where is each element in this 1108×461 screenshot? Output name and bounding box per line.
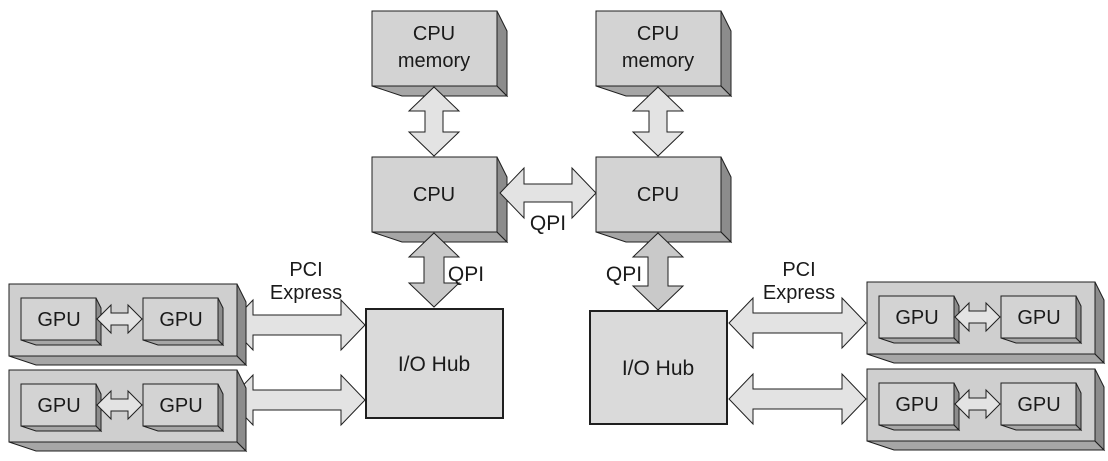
gpu-label: GPU bbox=[159, 309, 202, 331]
cpu-memory-left-side-face bbox=[496, 10, 508, 98]
gpu-peer-double-arrow bbox=[96, 303, 143, 335]
io-hub-box bbox=[365, 308, 504, 419]
io-hub-left: I/O Hub bbox=[365, 308, 504, 419]
cpu-memory-right-front-face bbox=[595, 10, 722, 87]
gpu-card-bottom-face bbox=[20, 425, 103, 432]
qpi-link-cpu-hub-right: QPI bbox=[606, 232, 685, 311]
pcie-double-arrow-top bbox=[728, 296, 867, 350]
gpu-peer-link bbox=[96, 303, 143, 335]
gpu-peer-double-arrow bbox=[96, 389, 143, 421]
io-hub-label: I/O Hub bbox=[398, 353, 470, 376]
gpu-card-front-face bbox=[20, 383, 97, 427]
qpi-label: QPI bbox=[530, 212, 566, 235]
io-hub-box bbox=[589, 310, 728, 425]
pcie-double-arrow-bottom bbox=[228, 373, 366, 427]
gpu-card: GPU bbox=[1000, 295, 1083, 345]
gpu-label: GPU bbox=[159, 395, 202, 417]
qpi-double-arrow bbox=[499, 166, 597, 220]
memory-link-arrow-left bbox=[407, 86, 461, 157]
cpu-right-side-face bbox=[720, 156, 732, 244]
gpu-card-bottom-face bbox=[142, 425, 225, 432]
cpu-memory-label-line1: CPU bbox=[637, 23, 679, 45]
gpu-tray-right-bottom: GPU GPU bbox=[866, 368, 1106, 452]
gpu-card-front-face bbox=[878, 295, 955, 339]
gpu-card-bottom-face bbox=[878, 424, 961, 431]
gpu-tray-side-face bbox=[1094, 281, 1105, 365]
gpu-card-front-face bbox=[1000, 295, 1077, 339]
cpu-memory-left: CPU memory bbox=[371, 10, 509, 98]
gpu-tray-bottom-face bbox=[8, 441, 248, 452]
memory-link-arrow-right bbox=[631, 86, 685, 157]
gpu-card-front-face bbox=[142, 383, 219, 427]
qpi-link-cpu-hub-left: QPI bbox=[407, 232, 484, 308]
gpu-card-front-face bbox=[20, 297, 97, 341]
gpu-tray-right-top: GPU GPU bbox=[866, 281, 1106, 365]
pcie-double-arrow-top bbox=[228, 298, 366, 352]
gpu-label: GPU bbox=[1017, 307, 1060, 329]
gpu-tray-left-bottom: GPU GPU bbox=[8, 369, 248, 453]
gpu-tray-bottom-face bbox=[866, 353, 1106, 364]
gpu-card-front-face bbox=[142, 297, 219, 341]
gpu-label: GPU bbox=[1017, 394, 1060, 416]
gpu-card-bottom-face bbox=[142, 339, 225, 346]
gpu-peer-link bbox=[96, 389, 143, 421]
gpu-card-bottom-face bbox=[20, 339, 103, 346]
cpu-label: CPU bbox=[413, 184, 455, 206]
gpu-peer-double-arrow bbox=[954, 301, 1001, 333]
gpu-peer-double-arrow bbox=[954, 388, 1001, 420]
gpu-label: GPU bbox=[37, 395, 80, 417]
gpu-label: GPU bbox=[895, 394, 938, 416]
gpu-tray-side-face bbox=[236, 369, 247, 453]
gpu-tray-bottom-face bbox=[8, 355, 248, 366]
io-hub-label: I/O Hub bbox=[622, 357, 694, 380]
gpu-card: GPU bbox=[142, 383, 225, 433]
gpu-card: GPU bbox=[20, 297, 103, 347]
gpu-card-bottom-face bbox=[1000, 337, 1083, 344]
gpu-tray-side-face bbox=[236, 283, 247, 367]
cpu-left: CPU bbox=[371, 156, 509, 244]
gpu-card: GPU bbox=[20, 383, 103, 433]
qpi-label: QPI bbox=[606, 263, 642, 286]
qpi-double-arrow bbox=[407, 232, 461, 308]
gpu-card: GPU bbox=[878, 382, 961, 432]
qpi-link-cpu-cpu: QPI bbox=[499, 166, 597, 235]
gpu-card-front-face bbox=[1000, 382, 1077, 426]
memory-cpu-double-arrow bbox=[631, 86, 685, 157]
cpu-memory-label-line1: CPU bbox=[413, 23, 455, 45]
gpu-card-front-face bbox=[878, 382, 955, 426]
pci-label-line1: PCI bbox=[289, 259, 322, 281]
gpu-tray-side-face bbox=[1094, 368, 1105, 452]
gpu-label: GPU bbox=[37, 309, 80, 331]
cpu-memory-left-front-face bbox=[371, 10, 498, 87]
gpu-card-bottom-face bbox=[878, 337, 961, 344]
gpu-tray-left-top: GPU GPU bbox=[8, 283, 248, 367]
cpu-right: CPU bbox=[595, 156, 733, 244]
cpu-memory-label-line2: memory bbox=[398, 50, 470, 72]
memory-cpu-double-arrow bbox=[407, 86, 461, 157]
cpu-memory-right-side-face bbox=[720, 10, 732, 98]
io-hub-right: I/O Hub bbox=[589, 310, 728, 425]
qpi-label: QPI bbox=[448, 263, 484, 286]
pcie-double-arrow-bottom bbox=[728, 372, 867, 426]
gpu-tray-bottom-face bbox=[866, 440, 1106, 451]
pci-label-line1: PCI bbox=[782, 259, 815, 281]
gpu-peer-link bbox=[954, 388, 1001, 420]
gpu-peer-link bbox=[954, 301, 1001, 333]
pci-label-line2: Express bbox=[270, 282, 342, 304]
cpu-left-side-face bbox=[496, 156, 508, 244]
cpu-memory-label-line2: memory bbox=[622, 50, 694, 72]
gpu-card: GPU bbox=[1000, 382, 1083, 432]
gpu-card: GPU bbox=[878, 295, 961, 345]
gpu-card-bottom-face bbox=[1000, 424, 1083, 431]
cpu-memory-right: CPU memory bbox=[595, 10, 733, 98]
gpu-card: GPU bbox=[142, 297, 225, 347]
pci-label-line2: Express bbox=[763, 282, 835, 304]
cpu-right-front-face bbox=[595, 156, 722, 233]
cpu-label: CPU bbox=[637, 184, 679, 206]
gpu-label: GPU bbox=[895, 307, 938, 329]
cpu-left-front-face bbox=[371, 156, 498, 233]
